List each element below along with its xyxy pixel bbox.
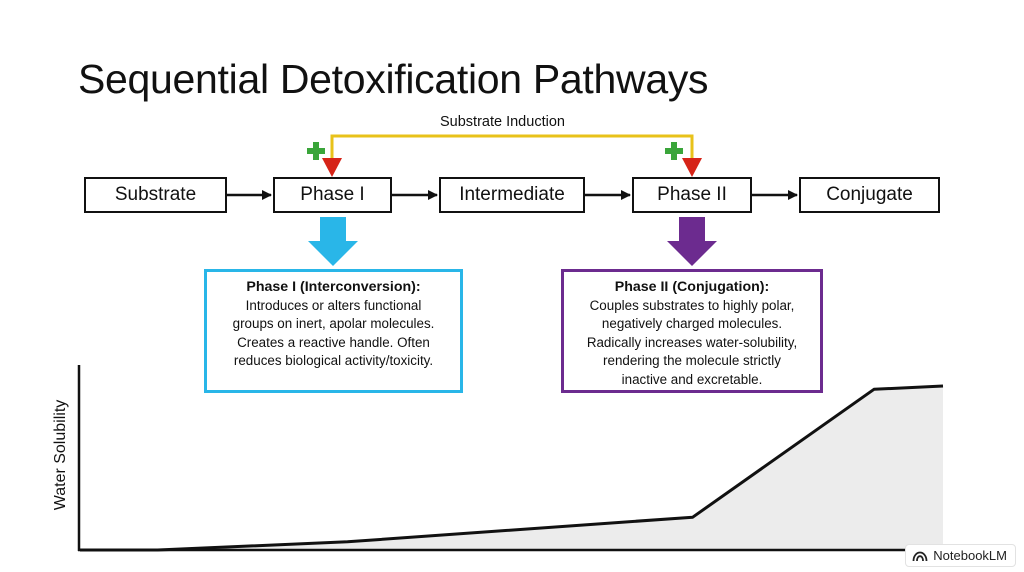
induction-connector <box>330 134 694 160</box>
notebooklm-watermark: NotebookLM <box>905 544 1016 567</box>
phase2-description-line: rendering the molecule strictly <box>603 353 781 368</box>
phase1-description-line: groups on inert, apolar molecules. <box>232 316 435 331</box>
plus-icon <box>665 142 683 160</box>
phase2-description-line: Couples substrates to highly polar, <box>589 297 795 313</box>
phase2-description-box: Phase II (Conjugation): Couples substrat… <box>561 269 823 393</box>
step-phase1: Phase I <box>273 177 392 213</box>
phase1-description-box: Phase I (Interconversion): Introduces or… <box>204 269 463 393</box>
step-intermediate: Intermediate <box>439 177 585 213</box>
step-conjugate: Conjugate <box>799 177 940 213</box>
phase1-down-arrow-icon <box>308 217 358 266</box>
phase2-description-line: negatively charged molecules. <box>601 316 783 331</box>
induction-label: Substrate Induction <box>440 114 565 130</box>
plus-icon <box>307 142 325 160</box>
induction-arrow-phase1 <box>322 158 342 177</box>
phase1-description-line: reduces biological activity/toxicity. <box>233 353 434 368</box>
notebooklm-logo-icon <box>912 551 928 561</box>
phase2-description-line: inactive and excretable. <box>621 371 763 387</box>
phase1-description-line: Creates a reactive handle. Often <box>237 334 430 350</box>
slide-title: Sequential Detoxification Pathways <box>78 56 709 102</box>
phase1-description-line: Introduces or alters functional <box>245 297 422 313</box>
induction-arrow-phase2 <box>682 158 702 177</box>
water-solubility-chart <box>77 365 944 552</box>
step-phase2: Phase II <box>632 177 752 213</box>
watermark-text: NotebookLM <box>933 548 1007 563</box>
phase2-description-title: Phase II (Conjugation): <box>614 279 770 295</box>
phase2-description-line: Radically increases water-solubility, <box>586 334 798 350</box>
y-axis-label: Water Solubility <box>52 399 69 511</box>
phase1-description-title: Phase I (Interconversion): <box>246 279 421 295</box>
phase2-down-arrow-icon <box>667 217 717 266</box>
solubility-area <box>80 386 943 550</box>
step-substrate: Substrate <box>84 177 227 213</box>
